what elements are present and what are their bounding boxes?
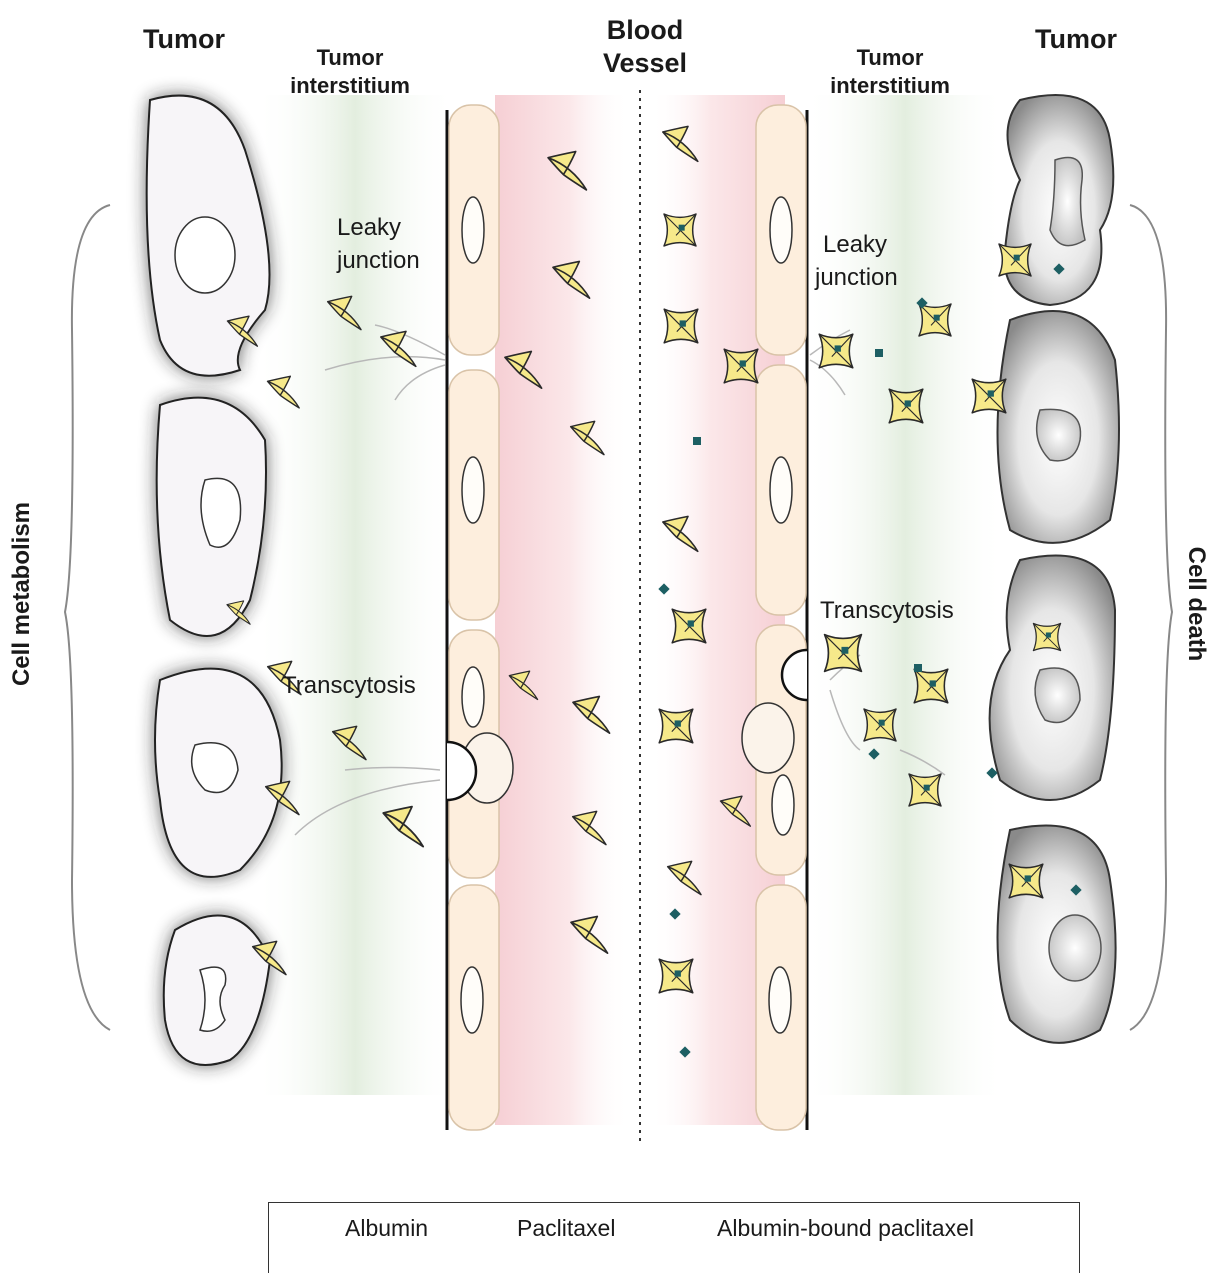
left-brace [65, 205, 110, 1030]
header-tumor-right: Tumor [1035, 24, 1117, 55]
legend-bound-label: Albumin-bound paclitaxel [717, 1215, 974, 1242]
label-leaky-junction-right: Leaky junction [815, 228, 898, 294]
leaky-left-line2: junction [337, 244, 420, 277]
legend-albumin: Albumin [345, 1215, 428, 1242]
header-tumor-left: Tumor [143, 24, 225, 55]
header-interstitium-right: Tumor interstitium [815, 44, 965, 100]
legend-albumin-label: Albumin [345, 1215, 428, 1242]
label-transcytosis-left: Transcytosis [282, 669, 416, 702]
leaky-right-line2: junction [815, 261, 898, 294]
header-blood-line2: Vessel [580, 47, 710, 80]
label-transcytosis-right: Transcytosis [820, 594, 954, 627]
label-cell-death: Cell death [1182, 547, 1210, 662]
right-brace [1130, 205, 1172, 1030]
leaky-left-line1: Leaky [337, 211, 420, 244]
header-blood-line1: Blood [580, 14, 710, 47]
header-interstitium-right-line1: Tumor [815, 44, 965, 72]
legend-paclitaxel: Paclitaxel [517, 1215, 615, 1242]
legend-paclitaxel-label: Paclitaxel [517, 1215, 615, 1242]
header-interstitium-right-line2: interstitium [815, 72, 965, 100]
label-leaky-junction-left: Leaky junction [337, 211, 420, 277]
header-interstitium-left-line1: Tumor [275, 44, 425, 72]
legend-bound: Albumin-bound paclitaxel [717, 1215, 974, 1242]
vessel-lumen-left [495, 95, 630, 1125]
label-cell-metabolism: Cell metabolism [8, 502, 36, 686]
header-interstitium-left: Tumor interstitium [275, 44, 425, 100]
tumor-cells-right [990, 95, 1119, 1043]
leaky-right-line1: Leaky [815, 228, 898, 261]
legend: Albumin Paclitaxel Albumin-bound paclita… [268, 1202, 1080, 1273]
header-interstitium-left-line2: interstitium [275, 72, 425, 100]
header-blood-vessel: Blood Vessel [580, 14, 710, 80]
